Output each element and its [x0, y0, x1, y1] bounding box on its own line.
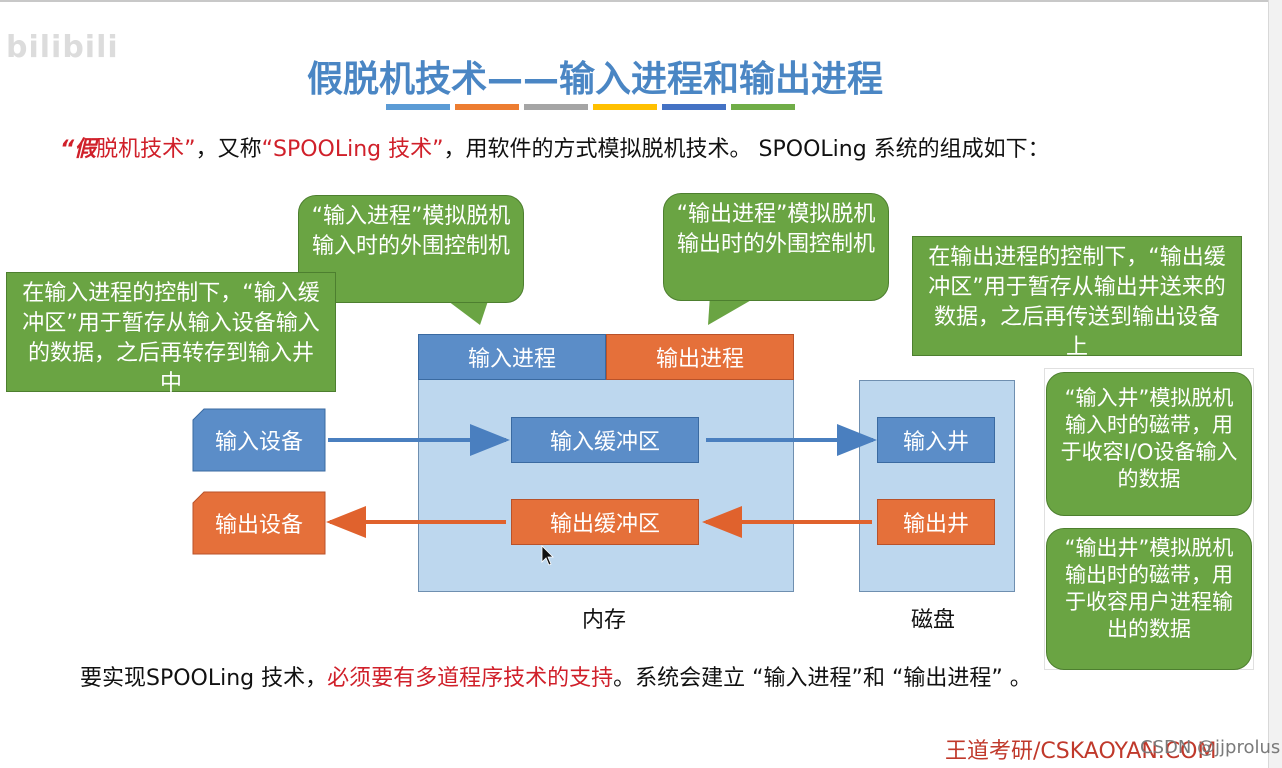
disk-label: 磁盘	[911, 608, 956, 633]
title-stripe-2	[455, 104, 519, 110]
intro-rest: ，用软件的方式模拟脱机技术。 SPOOLing 系统的组成如下：	[443, 137, 1050, 162]
slide-title: 假脱机技术——输入进程和输出进程	[306, 59, 883, 100]
disk-region	[859, 380, 1015, 592]
footer-brand: 王道考研/CSKAOYAN.COM	[945, 739, 1217, 764]
input-device-label: 输入设备	[214, 430, 303, 455]
bottom-pre: 要实现SPOOLing 技术，	[80, 666, 328, 691]
intro-spooling: “SPOOLing 技术”	[261, 137, 444, 162]
callout-input-well-note: “输入井”模拟脱机输入时的磁带，用于收容I/O设备输入的数据	[1046, 372, 1252, 516]
intro-mid: ，又称	[195, 137, 262, 162]
bottom-red: 必须要有多道程序技术的支持	[327, 666, 614, 691]
input-process-box: 输入进程	[418, 334, 606, 380]
title-stripe-1	[386, 104, 450, 110]
title-stripe-3	[524, 104, 588, 110]
callout-output-process: “输出进程”模拟脱机输出时的外围控制机	[663, 193, 889, 301]
bottom-post: 。系统会建立 “输入进程”和 “输出进程” 。	[613, 666, 1032, 691]
intro-lead: “假	[60, 137, 97, 162]
title-stripe-6	[731, 104, 795, 110]
output-buffer-box: 输出缓冲区	[511, 499, 699, 545]
input-well-box: 输入井	[877, 417, 995, 463]
top-border	[0, 0, 1282, 2]
callout-output-well-note: “输出井”模拟脱机输出时的磁带，用于收容用户进程输出的数据	[1046, 528, 1252, 670]
output-device-shape	[192, 491, 326, 555]
scrollbar[interactable]	[1268, 0, 1282, 768]
callout-tail-output-process	[708, 295, 760, 325]
callout-input-buffer-note: 在输入进程的控制下，“输入缓冲区”用于暂存从输入设备输入的数据，之后再转存到输入…	[6, 272, 336, 396]
bottom-text: 要实现SPOOLing 技术，必须要有多道程序技术的支持。系统会建立 “输入进程…	[80, 660, 1240, 692]
input-device-shape	[192, 408, 326, 472]
mouse-cursor	[541, 545, 554, 566]
intro-lead-rest: 脱机技术”	[96, 137, 196, 162]
callout-output-buffer-note: 在输出进程的控制下，“输出缓冲区”用于暂存从输出井送来的数据，之后再传送到输出设…	[912, 236, 1242, 360]
output-well-box: 输出井	[877, 499, 995, 545]
title-stripe-4	[593, 104, 657, 110]
input-buffer-box: 输入缓冲区	[511, 417, 699, 463]
title-stripe-5	[662, 104, 726, 110]
memory-label: 内存	[582, 608, 627, 633]
output-process-box: 输出进程	[606, 334, 794, 380]
output-device-label: 输出设备	[214, 513, 303, 538]
watermark-logo: bilibili	[6, 30, 119, 65]
credit-text: CSDN @jjprolus	[1140, 737, 1281, 758]
intro-text: “假脱机技术”，又称“SPOOLing 技术”，用软件的方式模拟脱机技术。 SP…	[60, 131, 1240, 163]
